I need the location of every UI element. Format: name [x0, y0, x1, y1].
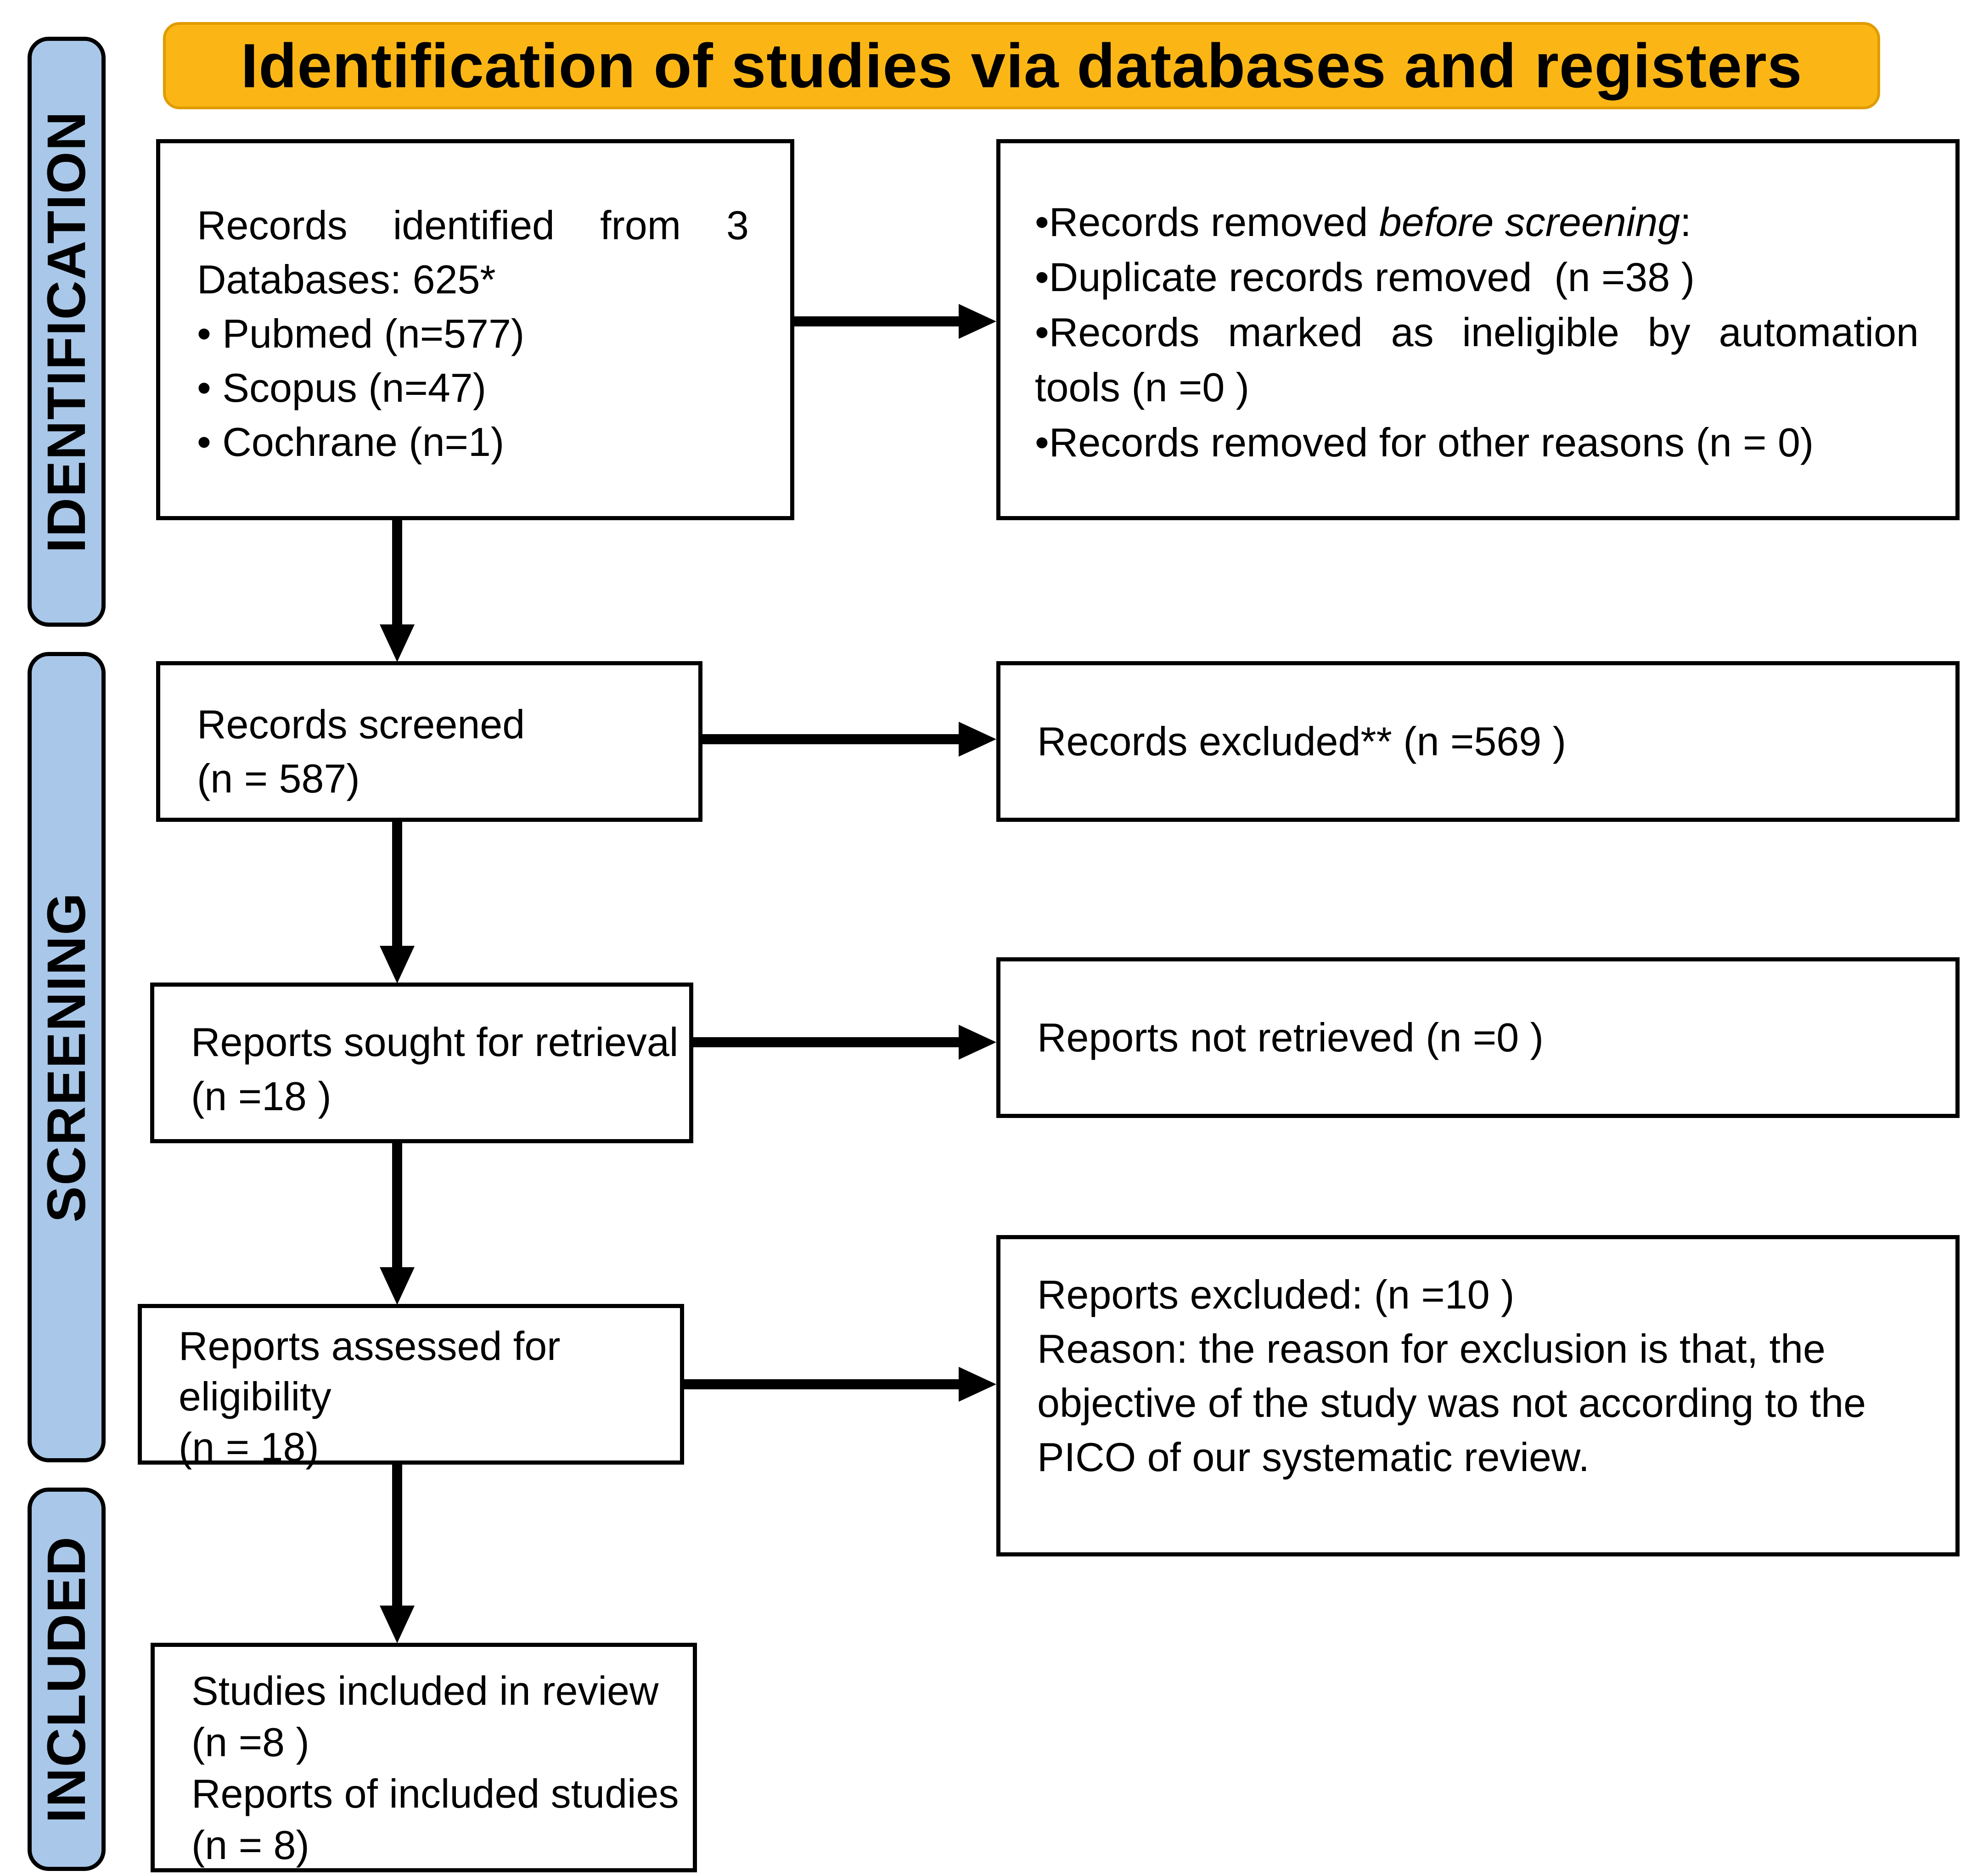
- records-removed-automation-b: tools (n =0 ): [1035, 365, 1250, 410]
- reports-excluded-reason: Reason: the reason for exclusion is that…: [1037, 1326, 1866, 1480]
- title-banner: Identification of studies via databases …: [163, 22, 1880, 109]
- studies-included-line4: (n = 8): [191, 1822, 309, 1868]
- flow-box-records-screened: Records screened (n = 587): [156, 661, 702, 822]
- arrow-identified-to-screened-head: [380, 624, 415, 662]
- stage-label-screening: SCREENING: [28, 652, 106, 1462]
- records-removed-line1-suffix: :: [1680, 199, 1691, 245]
- reports-not-retrieved-text: Reports not retrieved (n =0 ): [1037, 1015, 1544, 1060]
- flow-box-reports-assessed: Reports assessed for eligibility (n = 18…: [138, 1304, 684, 1470]
- arrow-screened-to-sought-shaft: [392, 822, 402, 947]
- records-identified-bullet-scopus: • Scopus (n=47): [197, 365, 487, 410]
- diagram-title: Identification of studies via databases …: [241, 31, 1803, 101]
- records-removed-other-reasons: •Records removed for other reasons (n = …: [1035, 420, 1814, 465]
- reports-assessed-line2: eligibility: [179, 1374, 331, 1419]
- records-identified-line1: Records identified from 3: [197, 202, 749, 248]
- flow-box-records-identified: Records identified from 3 Databases: 625…: [156, 139, 794, 520]
- flow-box-studies-included: Studies included in review (n =8 ) Repor…: [151, 1643, 697, 1872]
- arrow-identified-to-removed-head: [959, 304, 996, 339]
- reports-excluded-line1: Reports excluded: (n =10 ): [1037, 1272, 1515, 1317]
- records-removed-line1: •Records removed before screening:: [1035, 195, 1923, 250]
- records-removed-automation-a: •Records marked as ineligible by automat…: [1035, 309, 1919, 355]
- arrow-identified-to-removed-shaft: [794, 316, 960, 326]
- records-removed-duplicates: •Duplicate records removed (n =38 ): [1035, 254, 1695, 300]
- arrow-sought-to-not-retrieved-head: [959, 1025, 996, 1060]
- records-identified-line2: Databases: 625*: [197, 257, 496, 302]
- flow-box-reports-not-retrieved: Reports not retrieved (n =0 ): [996, 957, 1960, 1118]
- stage-label-identification: IDENTIFICATION: [28, 37, 106, 627]
- records-screened-line1: Records screened: [197, 702, 525, 747]
- stage-label-included: INCLUDED: [28, 1488, 106, 1871]
- studies-included-line3: Reports of included studies: [191, 1771, 679, 1816]
- arrow-sought-to-assessed-head: [380, 1267, 415, 1305]
- arrow-assessed-to-included-head: [380, 1606, 415, 1643]
- records-identified-bullet-cochrane: • Cochrane (n=1): [197, 419, 505, 465]
- flow-box-reports-excluded: Reports excluded: (n =10 ) Reason: the r…: [996, 1235, 1960, 1556]
- records-screened-line2: (n = 587): [197, 756, 360, 801]
- stage-label-screening-text: SCREENING: [36, 892, 97, 1223]
- stage-label-included-text: INCLUDED: [36, 1535, 97, 1823]
- flow-box-reports-sought: Reports sought for retrieval (n =18 ): [150, 983, 693, 1143]
- flow-box-records-removed: •Records removed before screening: •Dupl…: [996, 139, 1960, 520]
- arrow-assessed-to-included-shaft: [392, 1465, 402, 1607]
- arrow-screened-to-excluded-head: [959, 722, 996, 757]
- reports-assessed-line3: (n = 18): [179, 1424, 319, 1470]
- studies-included-line1: Studies included in review: [191, 1668, 659, 1713]
- arrow-assessed-to-excluded-shaft: [684, 1379, 960, 1389]
- flow-box-records-excluded: Records excluded** (n =569 ): [996, 661, 1960, 822]
- studies-included-line2: (n =8 ): [191, 1719, 309, 1765]
- arrow-screened-to-sought-head: [380, 946, 415, 983]
- reports-sought-line2: (n =18 ): [191, 1073, 331, 1119]
- reports-sought-line1: Reports sought for retrieval: [191, 1019, 679, 1065]
- arrow-screened-to-excluded-shaft: [702, 734, 960, 744]
- arrow-identified-to-screened-shaft: [392, 520, 402, 626]
- records-removed-line1-pre: •Records removed: [1035, 199, 1379, 245]
- stage-label-identification-text: IDENTIFICATION: [36, 110, 97, 553]
- arrow-sought-to-not-retrieved-shaft: [692, 1037, 960, 1047]
- records-removed-line1-italic: before screening: [1379, 199, 1680, 245]
- arrow-sought-to-assessed-shaft: [392, 1143, 402, 1269]
- reports-assessed-line1: Reports assessed for: [179, 1323, 561, 1369]
- records-excluded-text: Records excluded** (n =569 ): [1037, 719, 1566, 764]
- records-identified-bullet-pubmed: • Pubmed (n=577): [197, 311, 525, 356]
- arrow-assessed-to-excluded-head: [959, 1367, 996, 1402]
